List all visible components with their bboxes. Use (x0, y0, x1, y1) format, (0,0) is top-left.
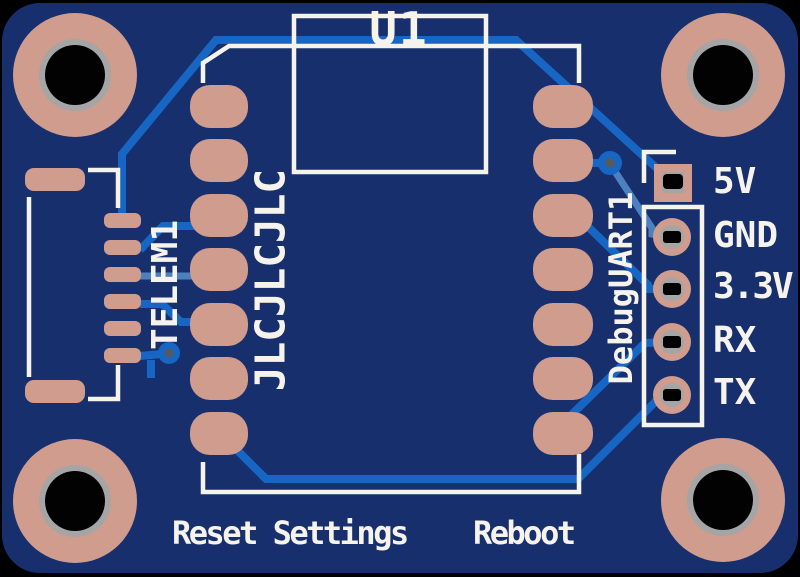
pin-label-tx: TX (713, 372, 757, 413)
module-pad (533, 412, 593, 455)
debug-uart1-reference-label: DebugUART1 (602, 191, 640, 385)
u1-outline (291, 13, 489, 175)
pin-label-3v3: 3.3V (713, 266, 794, 307)
telem-tab-pad-top (25, 168, 85, 191)
telem1-reference-label: TELEM1 (145, 219, 186, 351)
trace-bottom-to-tx (221, 394, 663, 483)
module-pad (533, 248, 593, 291)
module-pad (190, 412, 248, 455)
pad-tx (653, 376, 691, 414)
mounting-hole-top-right (661, 13, 785, 137)
via-hole (605, 158, 615, 168)
pin-label-5v: 5V (713, 161, 757, 202)
telem-pin-pad (104, 294, 141, 309)
telem-pin-pad (104, 348, 141, 363)
pad-rx (653, 323, 691, 361)
pad-3v3 (653, 270, 691, 308)
module-pad (533, 139, 593, 182)
module-outline-top (200, 43, 582, 83)
module-pad (190, 85, 248, 128)
telem-outline-top (88, 167, 121, 208)
via-hole (164, 348, 174, 358)
mounting-holes (13, 13, 785, 563)
telem-pin-pad (104, 267, 141, 282)
mounting-hole-top-left (13, 13, 137, 137)
telem-outline-bottom (88, 365, 121, 402)
module-outline-bottom (200, 454, 582, 495)
reset-settings-label: Reset Settings (172, 514, 409, 552)
module-pad (533, 357, 593, 400)
jlc-order-code-label: JLCJLCJLC (246, 168, 295, 392)
pin-label-gnd: GND (713, 215, 779, 256)
via-telem (158, 342, 180, 364)
module-pad (190, 248, 248, 291)
via-uart (598, 151, 622, 175)
uart-header-pads (653, 164, 692, 414)
telem-pin-pad (104, 321, 141, 336)
reboot-label: Reboot (473, 514, 576, 552)
module-pad (190, 357, 248, 400)
pad-gnd (653, 218, 691, 256)
module-right-pads (533, 85, 593, 455)
pin-label-rx: RX (713, 320, 757, 361)
module-pad (190, 303, 248, 346)
module-pad (190, 194, 248, 237)
u1-reference-label: U1 (369, 2, 429, 56)
mounting-hole-bottom-left (13, 439, 137, 563)
module-pad (533, 303, 593, 346)
silkscreen-outlines (26, 13, 705, 495)
uart-header-outline (641, 204, 705, 428)
module-pad (533, 194, 593, 237)
telem-pin-pad (104, 240, 141, 255)
mounting-hole-bottom-right (661, 438, 785, 562)
telem-tab-pad-bottom (25, 380, 85, 403)
telem-connector-pads (25, 168, 141, 403)
trace-telem2 (137, 222, 196, 253)
module-pad (533, 85, 593, 128)
module-pad (190, 139, 248, 182)
telem-pin-pad (104, 213, 141, 228)
pad-5v (654, 164, 692, 202)
module-left-pads (190, 85, 248, 455)
pin1-marker (641, 149, 676, 183)
